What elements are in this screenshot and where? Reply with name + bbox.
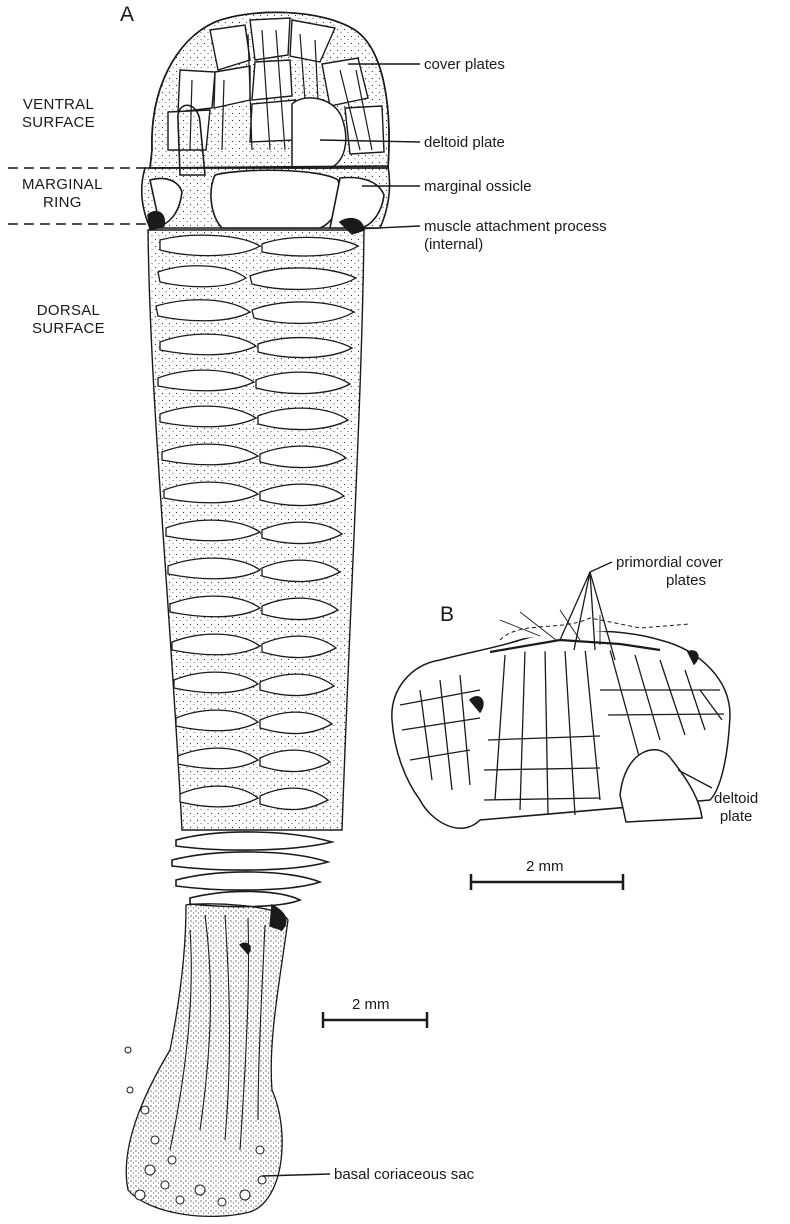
region-marginal-line1: MARGINAL	[22, 176, 103, 194]
panel-b-scale-label: 2 mm	[526, 858, 564, 876]
panel-b-drawing	[392, 610, 730, 828]
region-ventral-line1: VENTRAL	[22, 96, 95, 114]
label-cover-plates: cover plates	[424, 56, 505, 74]
label-muscle-line1: muscle attachment process	[424, 218, 607, 236]
marginal-ring-drawing	[142, 166, 390, 234]
label-marginal-ossicle: marginal ossicle	[424, 178, 532, 196]
label-deltoid-b-line1: deltoid	[714, 790, 758, 808]
label-deltoid-plate: deltoid plate	[424, 134, 505, 152]
label-primordial-cover-plates: primordial cover plates	[616, 554, 723, 590]
dorsal-surface-drawing	[148, 230, 364, 930]
label-basal-sac: basal coriaceous sac	[334, 1166, 474, 1184]
region-marginal-line2: RING	[22, 194, 103, 212]
panel-a-scale-bar	[322, 1012, 428, 1028]
label-muscle-attachment: muscle attachment process (internal)	[424, 218, 607, 254]
ventral-surface-drawing	[150, 12, 389, 175]
region-ventral-line2: SURFACE	[22, 114, 95, 132]
region-dorsal-line1: DORSAL	[32, 302, 105, 320]
basal-sac-drawing	[125, 904, 288, 1217]
label-deltoid-b-line2: plate	[714, 808, 758, 826]
label-deltoid-plate-b: deltoid plate	[714, 790, 758, 826]
label-primordial-line1: primordial cover	[616, 554, 723, 572]
region-ventral-surface: VENTRAL SURFACE	[22, 96, 95, 132]
region-dorsal-line2: SURFACE	[32, 320, 105, 338]
label-primordial-line2: plates	[616, 572, 723, 590]
region-marginal-ring: MARGINAL RING	[22, 176, 103, 212]
region-dorsal-surface: DORSAL SURFACE	[32, 302, 105, 338]
panel-a-scale-label: 2 mm	[352, 996, 390, 1014]
panel-a-letter: A	[120, 6, 134, 24]
panel-b-letter: B	[440, 606, 454, 624]
panel-b-scale-bar	[470, 874, 624, 890]
label-muscle-line2: (internal)	[424, 236, 607, 254]
